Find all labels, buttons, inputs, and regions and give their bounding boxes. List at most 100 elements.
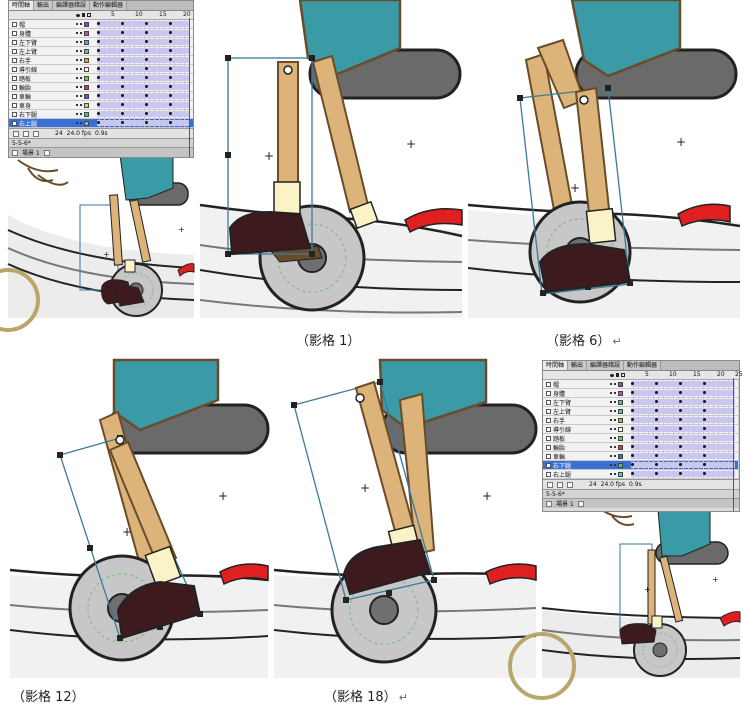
lock-icon[interactable]: [615, 373, 619, 377]
visibility-dot-icon[interactable]: [75, 104, 78, 106]
keyframe-dot[interactable]: [679, 454, 682, 457]
layer-toggles[interactable]: [605, 426, 629, 432]
frame-strip[interactable]: [629, 416, 739, 424]
keyframe-dot[interactable]: [679, 472, 682, 475]
layer-row[interactable]: 左下臂: [9, 38, 193, 47]
layer-color-swatch[interactable]: [83, 57, 89, 63]
lock-dot-icon[interactable]: [613, 410, 616, 412]
visibility-dot-icon[interactable]: [75, 95, 78, 97]
layer-toggles[interactable]: [605, 399, 629, 405]
lock-dot-icon[interactable]: [79, 41, 82, 43]
keyframe-dot[interactable]: [97, 67, 100, 70]
frame-strip[interactable]: [629, 461, 739, 469]
playhead[interactable]: [189, 18, 190, 157]
keyframe-dot[interactable]: [97, 22, 100, 25]
keyframe-dot[interactable]: [145, 76, 148, 79]
keyframe-dot[interactable]: [703, 427, 706, 430]
playhead[interactable]: [733, 378, 734, 511]
layer-toggles[interactable]: [605, 453, 629, 459]
layer-color-swatch[interactable]: [83, 102, 89, 108]
layer-row[interactable]: 帽: [9, 20, 193, 29]
keyframe-dot[interactable]: [145, 49, 148, 52]
frame-strip[interactable]: [95, 92, 193, 100]
layer-color-swatch[interactable]: [83, 21, 89, 27]
frame-strip[interactable]: [629, 452, 739, 460]
layer-toggles[interactable]: [71, 66, 95, 72]
frame-strip[interactable]: [95, 119, 193, 127]
back-arrow-icon[interactable]: [12, 149, 18, 156]
layer-toggles[interactable]: [605, 417, 629, 423]
keyframe-dot[interactable]: [655, 436, 658, 439]
layer-toggles[interactable]: [605, 435, 629, 441]
layer-toggles[interactable]: [71, 57, 95, 63]
keyframe-dot[interactable]: [169, 67, 172, 70]
selection-handle[interactable]: [291, 402, 297, 408]
layer-row[interactable]: 車身: [9, 101, 193, 110]
keyframe-dot[interactable]: [703, 463, 706, 466]
visibility-dot-icon[interactable]: [75, 113, 78, 115]
lock-dot-icon[interactable]: [79, 86, 82, 88]
keyframe-dot[interactable]: [145, 112, 148, 115]
selection-handle[interactable]: [225, 251, 231, 257]
keyframe-dot[interactable]: [145, 94, 148, 97]
layer-toggles[interactable]: [71, 93, 95, 99]
layer-row[interactable]: 輪胎: [9, 83, 193, 92]
keyframe-dot[interactable]: [679, 418, 682, 421]
lock-dot-icon[interactable]: [79, 122, 82, 124]
keyframe-dot[interactable]: [97, 58, 100, 61]
keyframe-dot[interactable]: [97, 85, 100, 88]
visibility-dot-icon[interactable]: [75, 122, 78, 124]
layer-toggles[interactable]: [605, 462, 629, 468]
selection-handle[interactable]: [517, 95, 523, 101]
selection-handle[interactable]: [309, 55, 315, 61]
keyframe-dot[interactable]: [169, 103, 172, 106]
layer-color-swatch[interactable]: [617, 435, 623, 441]
visibility-dot-icon[interactable]: [609, 401, 612, 403]
frame-strip[interactable]: [629, 407, 739, 415]
frame-ruler[interactable]: 5 10 15 20 25: [629, 371, 743, 379]
layer-row[interactable]: 車輪: [9, 92, 193, 101]
keyframe-dot[interactable]: [169, 121, 172, 124]
visibility-dot-icon[interactable]: [75, 77, 78, 79]
keyframe-dot[interactable]: [97, 121, 100, 124]
frame-strip[interactable]: [95, 56, 193, 64]
new-layer-icon[interactable]: [547, 481, 553, 488]
tab-output[interactable]: 輸出: [568, 361, 588, 370]
layer-row[interactable]: 踏板: [543, 434, 739, 443]
scene-label[interactable]: 場景 1: [556, 501, 574, 508]
keyframe-dot[interactable]: [169, 22, 172, 25]
keyframe-dot[interactable]: [97, 76, 100, 79]
layer-color-swatch[interactable]: [617, 381, 623, 387]
layer-color-swatch[interactable]: [83, 111, 89, 117]
keyframe-dot[interactable]: [145, 31, 148, 34]
layer-color-swatch[interactable]: [617, 471, 623, 477]
selection-handle[interactable]: [605, 85, 611, 91]
keyframe-dot[interactable]: [631, 418, 634, 421]
lock-dot-icon[interactable]: [613, 446, 616, 448]
layer-color-swatch[interactable]: [617, 399, 623, 405]
outline-icon[interactable]: [86, 13, 91, 17]
frame-strip[interactable]: [95, 47, 193, 55]
frame-ruler[interactable]: 5 10 15 20: [95, 11, 193, 19]
delete-layer-icon[interactable]: [567, 481, 573, 488]
layer-row[interactable]: 踏板: [9, 74, 193, 83]
layer-row[interactable]: 右下腿: [9, 110, 193, 119]
lock-dot-icon[interactable]: [613, 437, 616, 439]
layer-color-swatch[interactable]: [83, 30, 89, 36]
edit-symbol-icon[interactable]: [43, 149, 50, 156]
new-layer-icon[interactable]: [13, 130, 19, 137]
layer-color-swatch[interactable]: [83, 120, 89, 126]
keyframe-dot[interactable]: [631, 409, 634, 412]
layer-color-swatch[interactable]: [83, 39, 89, 45]
keyframe-dot[interactable]: [703, 436, 706, 439]
frame-strip[interactable]: [95, 65, 193, 73]
layer-row[interactable]: 身體: [543, 389, 739, 398]
keyframe-dot[interactable]: [121, 22, 124, 25]
eye-icon[interactable]: [75, 13, 80, 17]
keyframe-dot[interactable]: [121, 76, 124, 79]
frame-strip[interactable]: [95, 83, 193, 91]
keyframe-dot[interactable]: [703, 418, 706, 421]
keyframe-dot[interactable]: [121, 94, 124, 97]
frame-strip[interactable]: [95, 101, 193, 109]
keyframe-dot[interactable]: [679, 445, 682, 448]
